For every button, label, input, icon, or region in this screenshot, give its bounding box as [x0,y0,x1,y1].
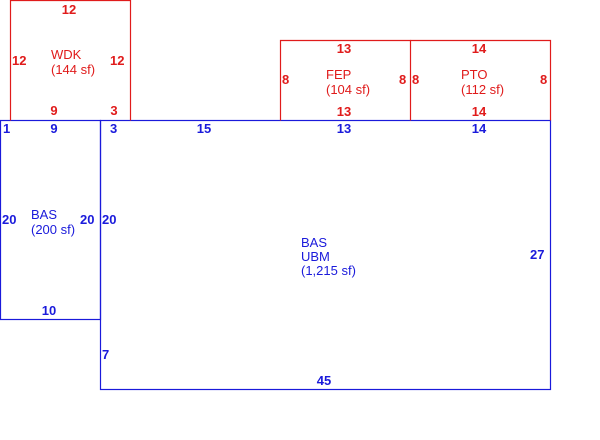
pto-dim-right: 8 [540,72,547,87]
wdk-area: (144 sf) [51,62,95,77]
fep-outline [279,39,412,121]
bas-small-area: (200 sf) [31,222,75,237]
bas-small-dim-top: 9 [50,121,57,136]
wdk-dim-top: 12 [62,2,76,17]
bas-small-dim-left: 20 [2,212,16,227]
wdk-outline [9,0,132,121]
fep-dim-top: 13 [337,41,351,56]
bas-small-dim-bottom: 10 [42,303,56,318]
bas-main-dim-left-upper: 20 [102,212,116,227]
wdk-dim-bottom-left: 9 [50,103,57,118]
fep-code: FEP [326,67,351,82]
bas-small-dim-right: 20 [80,212,94,227]
bas-main-dim-top-c: 13 [337,121,351,136]
pto-dim-left: 8 [412,72,419,87]
bas-main-dim-bottom: 45 [317,373,331,388]
fep-dim-bottom: 13 [337,104,351,119]
wdk-dim-left: 12 [12,53,26,68]
fep-area: (104 sf) [326,82,370,97]
bas-small-dim-corner: 1 [3,121,10,136]
pto-dim-bottom: 14 [472,104,487,119]
bas-main-dim-top-b: 15 [197,121,211,136]
bas-main-dim-right: 27 [530,247,544,262]
pto-code: PTO [461,67,488,82]
wdk-code: WDK [51,47,82,62]
fep-dim-right: 8 [399,72,406,87]
fep-dim-left: 8 [282,72,289,87]
pto-dim-top: 14 [472,41,487,56]
bas-main-dim-top-d: 14 [472,121,487,136]
pto-area: (112 sf) [461,82,504,97]
pto-outline [410,39,552,121]
bas-main-outline [99,119,552,391]
bas-main-subcode: UBM [301,249,330,264]
bas-main-dim-top-a: 3 [110,121,117,136]
wdk-dim-right: 12 [110,53,124,68]
bas-small-code: BAS [31,207,57,222]
bas-main-dim-left-lower: 7 [102,347,109,362]
bas-main-area: (1,215 sf) [301,263,356,278]
wdk-dim-bottom-right: 3 [110,103,117,118]
bas-main-code: BAS [301,235,327,250]
